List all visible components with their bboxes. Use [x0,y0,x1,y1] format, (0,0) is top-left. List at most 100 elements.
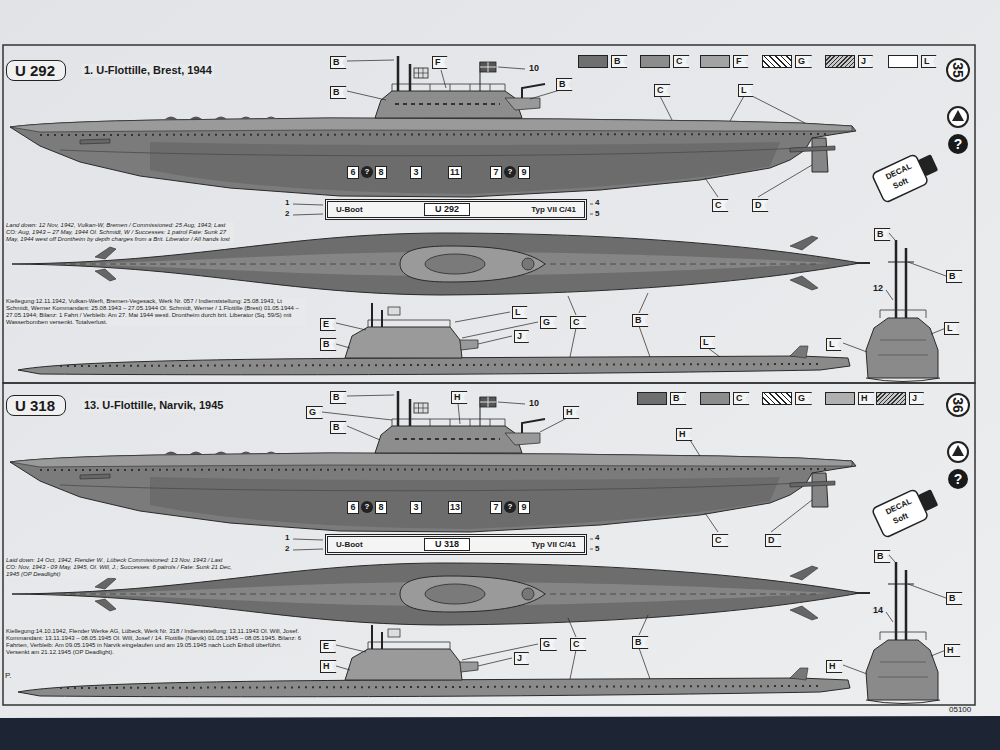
nameplate-decal: U-Boot U 292 Typ VII C/41 [325,199,587,220]
help-icon: ? [948,469,968,489]
leader-lines [293,60,812,550]
callout-number: 10 [528,64,540,73]
callout-number: 14 [872,606,884,615]
illustration-part [347,426,380,440]
color-key-entry: H [825,392,875,405]
color-letter: G [795,55,812,68]
color-letter: L [921,55,937,68]
help-icon: ? [948,134,968,154]
nameplate-decal: U-Boot U 318 Typ VII C/41 [325,534,587,555]
illustration-part [758,165,812,197]
illustration-part [293,204,593,215]
illustration-part [322,412,392,420]
illustration-part [708,348,720,357]
color-key-entry: J [876,392,924,405]
illustration-part [10,56,856,197]
color-letter: H [858,392,875,405]
box-text: U 292 [15,63,57,78]
color-letter: B [611,55,628,68]
illustration-part [866,562,940,704]
illustration-part [660,96,672,120]
bracket-number: 1 [284,534,290,542]
color-swatch [700,392,730,405]
history-note: Laid down: 14 Oct, 1942, Flender W., Lüb… [6,557,234,578]
box-text: U-Boot [336,206,363,214]
illustration-part [730,96,805,123]
hatch-swatch [876,392,906,405]
history-note: Land down: 12 Nov, 1942, Vulkan-W, Breme… [6,222,234,243]
color-key-entry: F [700,55,749,68]
bracket-number: 2 [284,545,290,553]
illustration-part [705,513,718,532]
hull-number: U 318 [424,538,470,551]
color-letter: F [733,55,749,68]
flotilla-caption: 13. U-Flottille, Narvik, 1945 [82,399,225,412]
decal-number: 9 [518,501,530,514]
box-text: Typ VII C/41 [531,206,576,214]
decal-number: 3 [410,166,422,179]
illustration-part [293,539,593,550]
decal-number: 13 [448,501,462,514]
box-text: U 318 [15,398,57,413]
illustration-part [948,107,968,127]
illustration-part [441,70,446,88]
illustration-part [336,555,946,679]
illustration-part [872,148,942,203]
bracket-number: 4 [594,534,600,542]
color-swatch [640,55,670,68]
illustration-part [347,60,394,61]
decal-option-mark: ? [504,166,516,178]
color-letter: G [795,392,812,405]
bracket-number: 4 [594,199,600,207]
panel-frame [3,45,975,383]
hatch-swatch [762,55,792,68]
color-letter: B [670,392,687,405]
bracket-number: 2 [284,210,290,218]
color-swatch [637,392,667,405]
decal-number: 11 [448,166,462,179]
decal-option-mark: ? [361,501,373,513]
color-swatch [888,55,918,68]
illustration-part [771,500,812,532]
color-letter: C [673,55,690,68]
illustration-part [498,67,525,69]
color-key-entry: G [762,55,812,68]
color-key-entry: G [762,392,812,405]
decal-number: 6 [347,166,359,179]
hull-number: U 292 [424,203,470,216]
box-text: U-Boot [336,541,363,549]
illustration-part [690,440,700,456]
illustration-part [498,402,525,404]
hatch-swatch [762,392,792,405]
illustration-part [10,391,856,532]
submarine-id-box: U 292 [6,60,66,81]
hatch-swatch [825,55,855,68]
decal-number: 6 [347,501,359,514]
color-key-entry: B [578,55,628,68]
decal-number: 8 [375,501,387,514]
page-mark: P. [4,672,13,680]
history-note-german: Kiellegung:12.11.1942, Vulkan-Werft, Bre… [6,298,306,326]
decal-number: 8 [375,166,387,179]
box-text: Typ VII C/41 [531,541,576,549]
illustration-part [540,418,567,432]
illustration-part [347,91,386,100]
step-number: 35 [946,58,970,82]
illustration-part [948,442,968,462]
illustration-part [455,312,510,322]
color-key-entry: C [700,392,750,405]
flotilla-caption: 1. U-Flottille, Brest, 1944 [82,64,214,77]
illustration-part [866,240,940,382]
bracket-number: 5 [594,545,600,553]
decal-number: 7 [490,501,502,514]
bracket-number: 5 [594,210,600,218]
decal-number: 7 [490,166,502,179]
color-key-entry: C [640,55,690,68]
color-letter: C [733,392,750,405]
callout-number: 12 [872,284,884,293]
color-key-entry: B [637,392,687,405]
illustration-part [336,233,946,357]
submarine-id-box: U 318 [6,395,66,416]
illustration-part [458,403,460,424]
